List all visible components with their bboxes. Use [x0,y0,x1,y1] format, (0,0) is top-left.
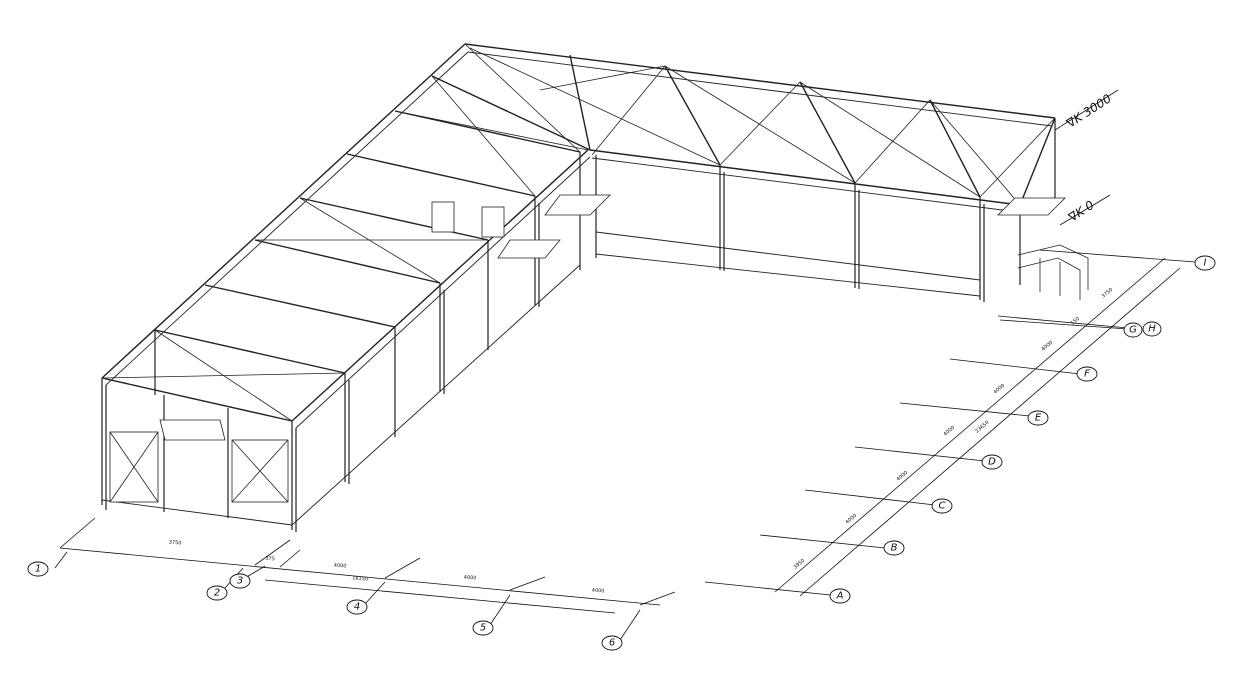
dim-4000-s3: 4000 [943,425,957,438]
grid-bubble-G: G [1123,322,1143,338]
dim-3750: 3750 [168,539,181,546]
dim-4000-s2: 4000 [896,470,910,483]
svg-text:I: I [1204,258,1207,269]
dim-23650: 23650 [974,420,990,435]
svg-text:E: E [1035,413,1042,424]
grid-bubble-H: H [1142,321,1162,337]
grid-bubble-B: B [883,540,905,556]
level-ground-label: ∇K 0 [1065,198,1097,225]
level-top-label: ∇K 3000 [1063,91,1114,131]
dim-150: 150 [1070,316,1081,327]
grid-bubble-F: F [1076,366,1098,382]
dim-3950: 3950 [793,558,807,571]
dim-375: 375 [265,556,275,563]
grid-bubble-5: 5 [472,620,494,636]
svg-text:5: 5 [480,623,486,634]
dim-4000-c: 4000 [591,587,604,594]
level-markers: ∇K 3000 ∇K 0 [1054,89,1119,226]
front-dimension-texts: 3750 375 4000 4000 4000 16150 [168,539,604,594]
grid-bubble-1: 1 [27,561,49,577]
svg-text:6: 6 [609,638,615,649]
grid-bubble-I: I [1194,255,1216,271]
svg-text:1: 1 [35,564,41,575]
grid-bubble-2: 2 [206,585,228,601]
dim-4000-b: 4000 [463,574,476,581]
side-dimension-chain [704,249,1196,597]
grid-bubble-3: 3 [229,573,251,589]
side-dimension-texts: 3950 4000 4000 4000 4000 4000 150 3750 2… [793,287,1115,571]
dim-4000-s1: 4000 [845,513,859,526]
svg-text:D: D [988,457,996,468]
dim-4000-s5: 4000 [1041,340,1055,353]
grid-bubble-6: 6 [601,635,623,651]
svg-text:4: 4 [354,602,360,613]
grid-bubble-E: E [1027,410,1049,426]
grid-bubble-4: 4 [346,599,368,615]
dim-4000-a: 4000 [333,562,346,569]
dim-3750-s: 3750 [1101,287,1115,300]
svg-text:B: B [891,543,898,554]
svg-text:A: A [836,591,844,602]
svg-text:C: C [939,501,946,512]
dim-16150: 16150 [352,575,368,582]
grid-bubble-C: C [931,498,953,514]
dim-4000-s4: 4000 [993,383,1007,396]
svg-text:3: 3 [237,576,243,587]
steel-frame [101,43,1089,532]
svg-text:H: H [1148,324,1156,335]
svg-text:G: G [1129,325,1137,336]
svg-text:2: 2 [214,588,220,599]
grid-bubble-D: D [981,454,1003,470]
svg-text:F: F [1084,369,1090,380]
grid-bubble-A: A [829,588,851,604]
grid-bubbles: 1 2 3 4 5 6 A B C D E F G H I [27,255,1216,651]
